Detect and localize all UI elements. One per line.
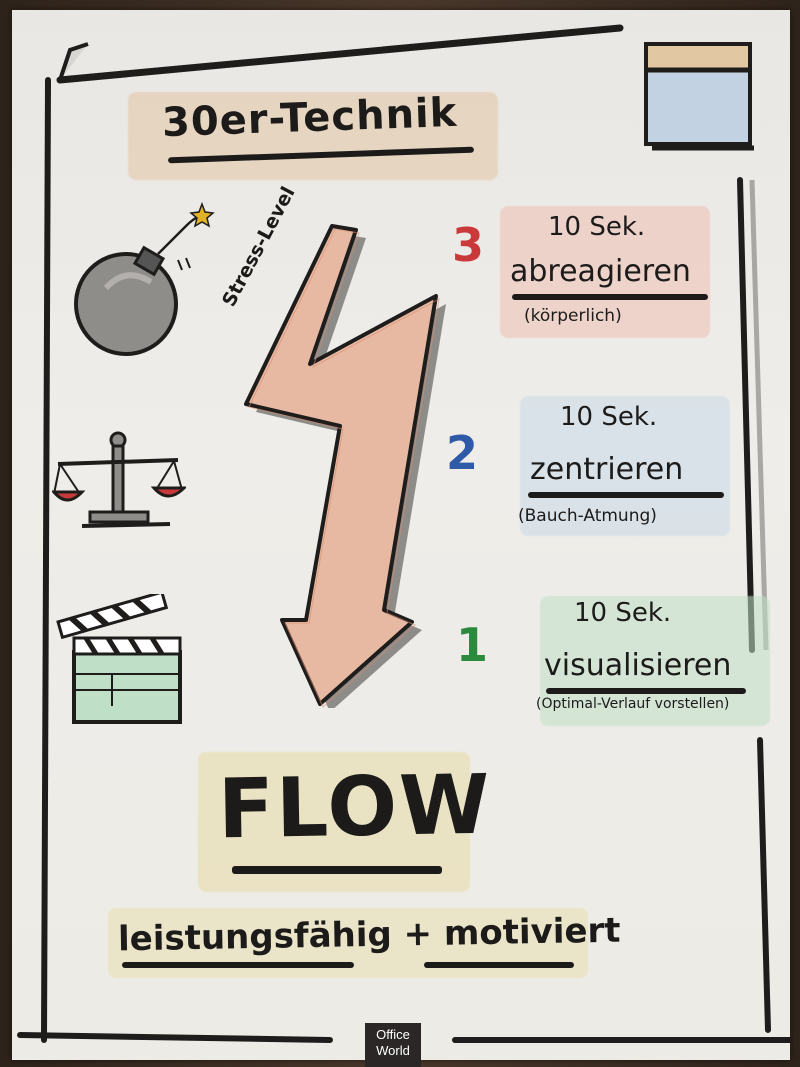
lightning-bolt-arrow-icon	[244, 224, 446, 708]
step3-highlight	[500, 206, 710, 338]
step3-detail: (körperlich)	[524, 306, 622, 326]
step1-number: 1	[456, 618, 489, 672]
logo-line1: Office	[376, 1027, 410, 1042]
title-highlight	[128, 92, 498, 180]
step3-action: abreagieren	[510, 254, 691, 289]
step2-detail: (Bauch-Atmung)	[518, 506, 657, 526]
step3-number: 3	[452, 218, 485, 272]
step2-highlight	[520, 396, 730, 536]
flow-heading: FLOW	[217, 757, 493, 858]
notepad-icon	[644, 42, 754, 151]
claim-underline-right	[424, 962, 574, 968]
step2-duration: 10 Sek.	[560, 402, 658, 432]
bomb-icon	[74, 201, 215, 356]
step1-highlight	[540, 596, 770, 726]
step3-underline	[512, 294, 708, 300]
step2-number: 2	[446, 426, 479, 480]
step1-duration: 10 Sek.	[574, 598, 672, 628]
step2-action: zentrieren	[530, 452, 684, 487]
step1-detail: (Optimal-Verlauf vorstellen)	[536, 696, 730, 712]
step2-underline	[528, 492, 724, 498]
scales-icon	[52, 431, 186, 528]
step1-action: visualisieren	[544, 648, 732, 683]
office-world-logo: Office World	[365, 1023, 421, 1067]
clapperboard-icon	[56, 594, 182, 724]
step1-underline	[546, 688, 746, 694]
logo-line2: World	[376, 1043, 410, 1058]
flow-underline	[232, 866, 442, 874]
claim-underline-left	[122, 962, 354, 968]
step3-duration: 10 Sek.	[548, 212, 646, 242]
